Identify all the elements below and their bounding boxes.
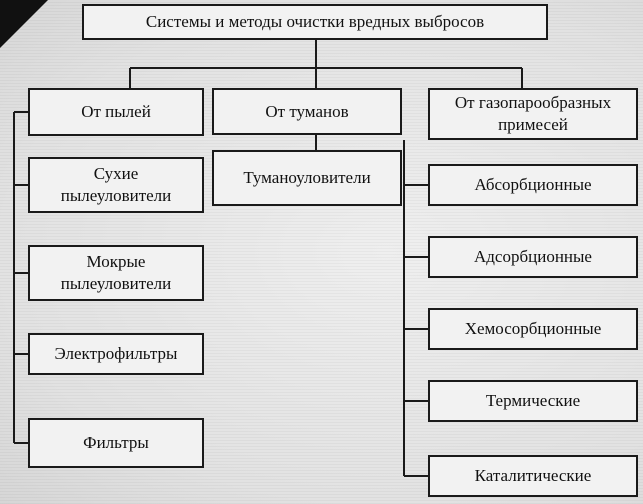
scan-corner-shadow (0, 0, 48, 48)
dust-item-label: Сухие пылеуловители (60, 164, 172, 205)
dust-item-filters: Фильтры (28, 418, 204, 468)
category-fog: От туманов (212, 88, 402, 135)
fog-item-label: Тумано­уловители (243, 168, 371, 187)
category-dust: От пылей (28, 88, 204, 136)
gas-item-label: Абсорбционные (474, 175, 592, 194)
gas-item-label: Каталитические (474, 466, 592, 485)
dust-item-wet: Мокрые пылеуловители (28, 245, 204, 301)
title-text: Системы и методы очистки вредных выбросо… (145, 12, 485, 31)
gas-item-absorption: Абсорбционные (428, 164, 638, 206)
title-box: Системы и методы очистки вредных выбросо… (82, 4, 548, 40)
dust-item-label: Мокрые пылеуловители (60, 252, 172, 293)
fog-item-catchers: Тумано­уловители (212, 150, 402, 206)
gas-item-label: Адсорбционные (474, 247, 592, 266)
category-gas: От газопарообразных примесей (428, 88, 638, 140)
gas-item-thermal: Термические (428, 380, 638, 422)
category-gas-label: От газопарообразных примесей (454, 93, 612, 134)
dust-item-dry: Сухие пылеуловители (28, 157, 204, 213)
gas-item-label: Термические (485, 391, 581, 410)
category-dust-label: От пылей (81, 102, 151, 121)
gas-item-label: Хемосорбционные (464, 319, 602, 338)
gas-item-chemosorption: Хемосорбционные (428, 308, 638, 350)
category-fog-label: От туманов (265, 101, 349, 121)
dust-item-label: Электрофильтры (54, 344, 178, 363)
gas-item-catalytic: Каталитические (428, 455, 638, 497)
gas-item-adsorption: Адсорбционные (428, 236, 638, 278)
dust-item-electro: Электрофильтры (28, 333, 204, 375)
dust-item-label: Фильтры (83, 433, 149, 452)
